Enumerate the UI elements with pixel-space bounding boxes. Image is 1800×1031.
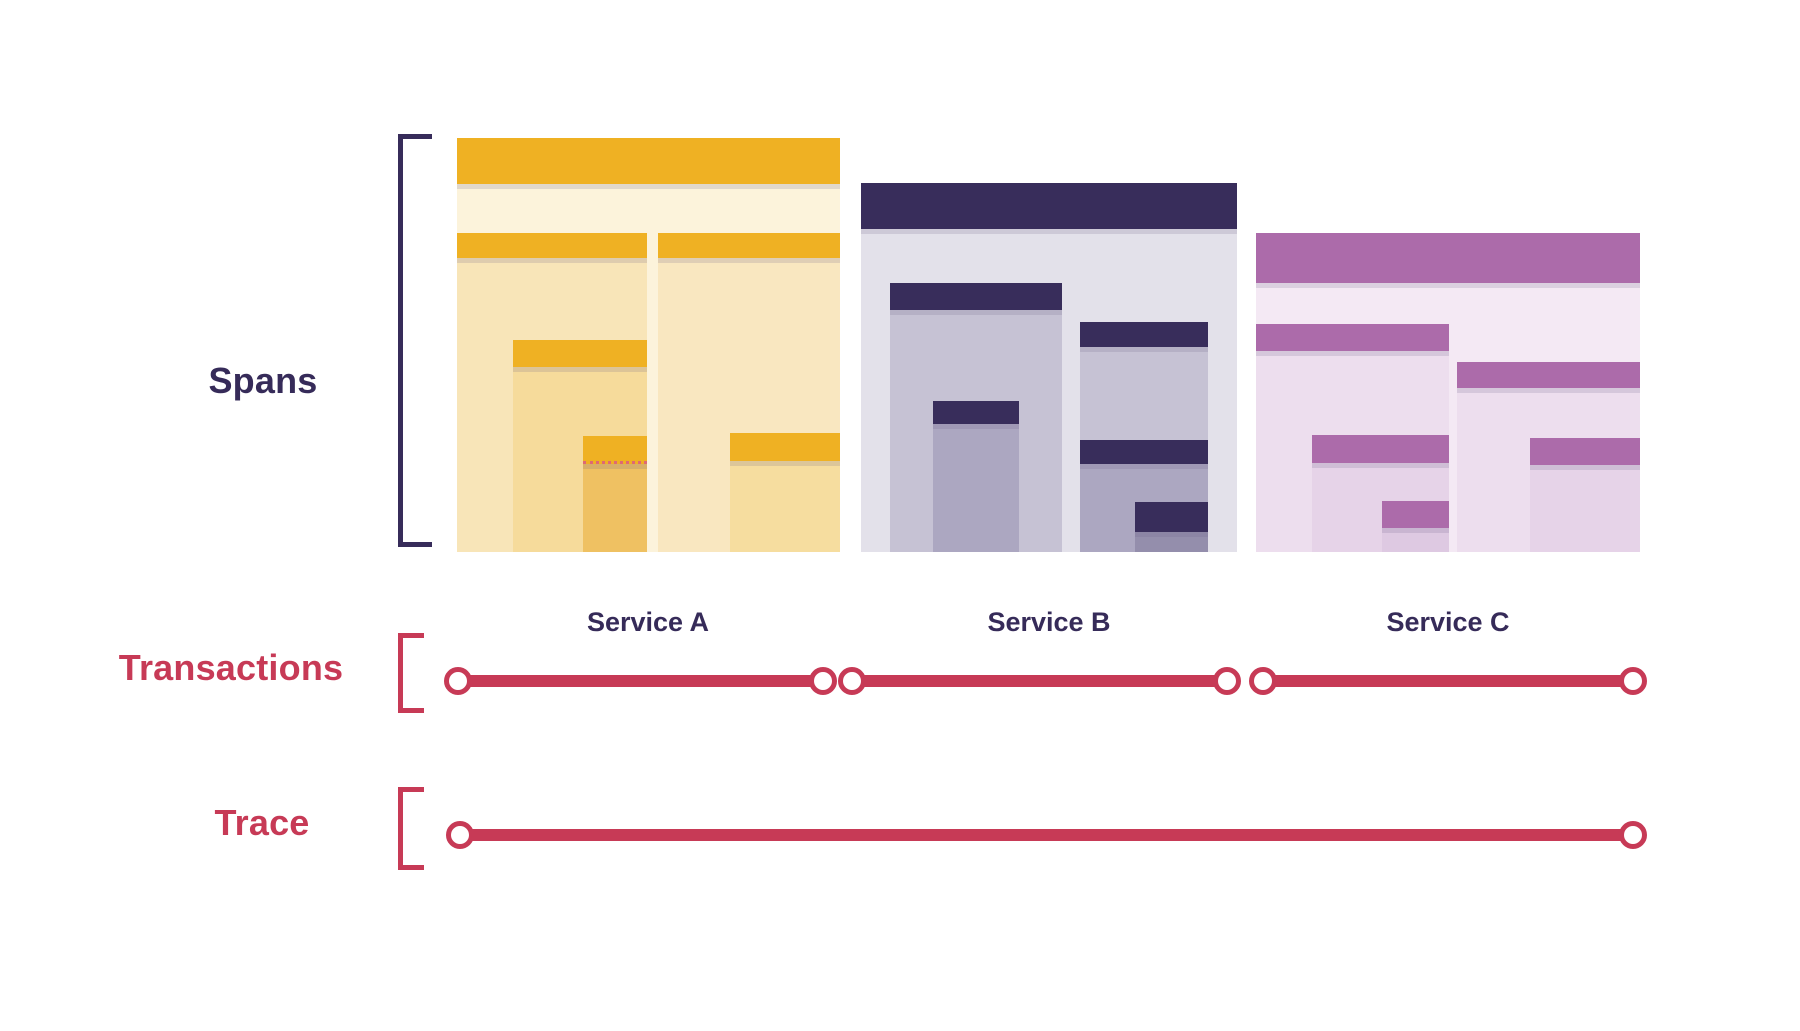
spans-bracket bbox=[398, 134, 432, 547]
span-bar bbox=[890, 283, 1062, 310]
span-body bbox=[730, 461, 840, 552]
line-endpoint-circle bbox=[809, 667, 837, 695]
line-endpoint-circle bbox=[1619, 667, 1647, 695]
span-bar bbox=[933, 401, 1019, 424]
transaction-line bbox=[1263, 675, 1633, 687]
span-bar bbox=[730, 433, 840, 461]
line-endpoint-circle bbox=[1213, 667, 1241, 695]
trace-bracket bbox=[398, 787, 424, 870]
span-body bbox=[1382, 528, 1449, 552]
span-bar bbox=[1080, 322, 1208, 347]
span-bar bbox=[457, 138, 840, 184]
spans-label: Spans bbox=[208, 360, 318, 401]
span-body bbox=[1530, 465, 1640, 552]
line-endpoint-circle bbox=[446, 821, 474, 849]
service-label-1: Service A bbox=[586, 607, 710, 637]
span-bar bbox=[1457, 362, 1640, 388]
transaction-line bbox=[458, 675, 823, 687]
span-body bbox=[583, 464, 647, 552]
span-body bbox=[933, 424, 1019, 552]
span-bar bbox=[658, 233, 840, 258]
service-label-3: Service C bbox=[1386, 607, 1510, 637]
transaction-line bbox=[852, 675, 1227, 687]
span-bar bbox=[583, 436, 647, 464]
transactions-label: Transactions bbox=[118, 647, 344, 688]
span-bar bbox=[1530, 438, 1640, 465]
span-body bbox=[1135, 532, 1208, 552]
span-bar bbox=[1312, 435, 1449, 463]
trace-label: Trace bbox=[214, 802, 310, 843]
line-endpoint-circle bbox=[838, 667, 866, 695]
span-bar bbox=[457, 233, 647, 258]
span-bar bbox=[861, 183, 1237, 229]
span-bar bbox=[1382, 501, 1449, 528]
line-endpoint-circle bbox=[444, 667, 472, 695]
transactions-bracket bbox=[398, 633, 424, 713]
service-label-2: Service B bbox=[987, 607, 1111, 637]
span-bar bbox=[1256, 233, 1640, 283]
line-endpoint-circle bbox=[1619, 821, 1647, 849]
span-bar bbox=[1135, 502, 1208, 532]
span-bar bbox=[1080, 440, 1208, 464]
span-bar bbox=[1256, 324, 1449, 351]
trace-line bbox=[460, 829, 1633, 841]
span-bar bbox=[513, 340, 647, 367]
line-endpoint-circle bbox=[1249, 667, 1277, 695]
